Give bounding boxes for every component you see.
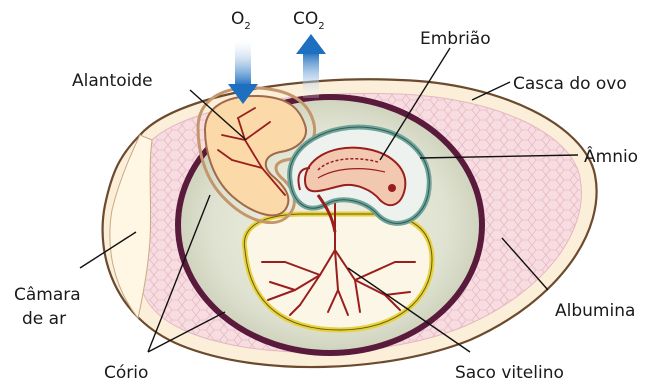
co2-label: CO2 <box>293 9 325 32</box>
label-amnio: Âmnio <box>584 145 638 167</box>
label-corio: Cório <box>104 363 148 383</box>
label-embriao: Embrião <box>420 29 491 49</box>
label-alantoide: Alantoide <box>72 71 153 91</box>
label-camara-line1: Câmara <box>14 285 81 305</box>
label-casca: Casca do ovo <box>513 74 627 94</box>
label-saco: Saco vitelino <box>455 363 564 383</box>
label-albumina: Albumina <box>555 301 635 321</box>
label-camara-line2: de ar <box>22 309 66 329</box>
o2-label: O2 <box>231 9 251 32</box>
